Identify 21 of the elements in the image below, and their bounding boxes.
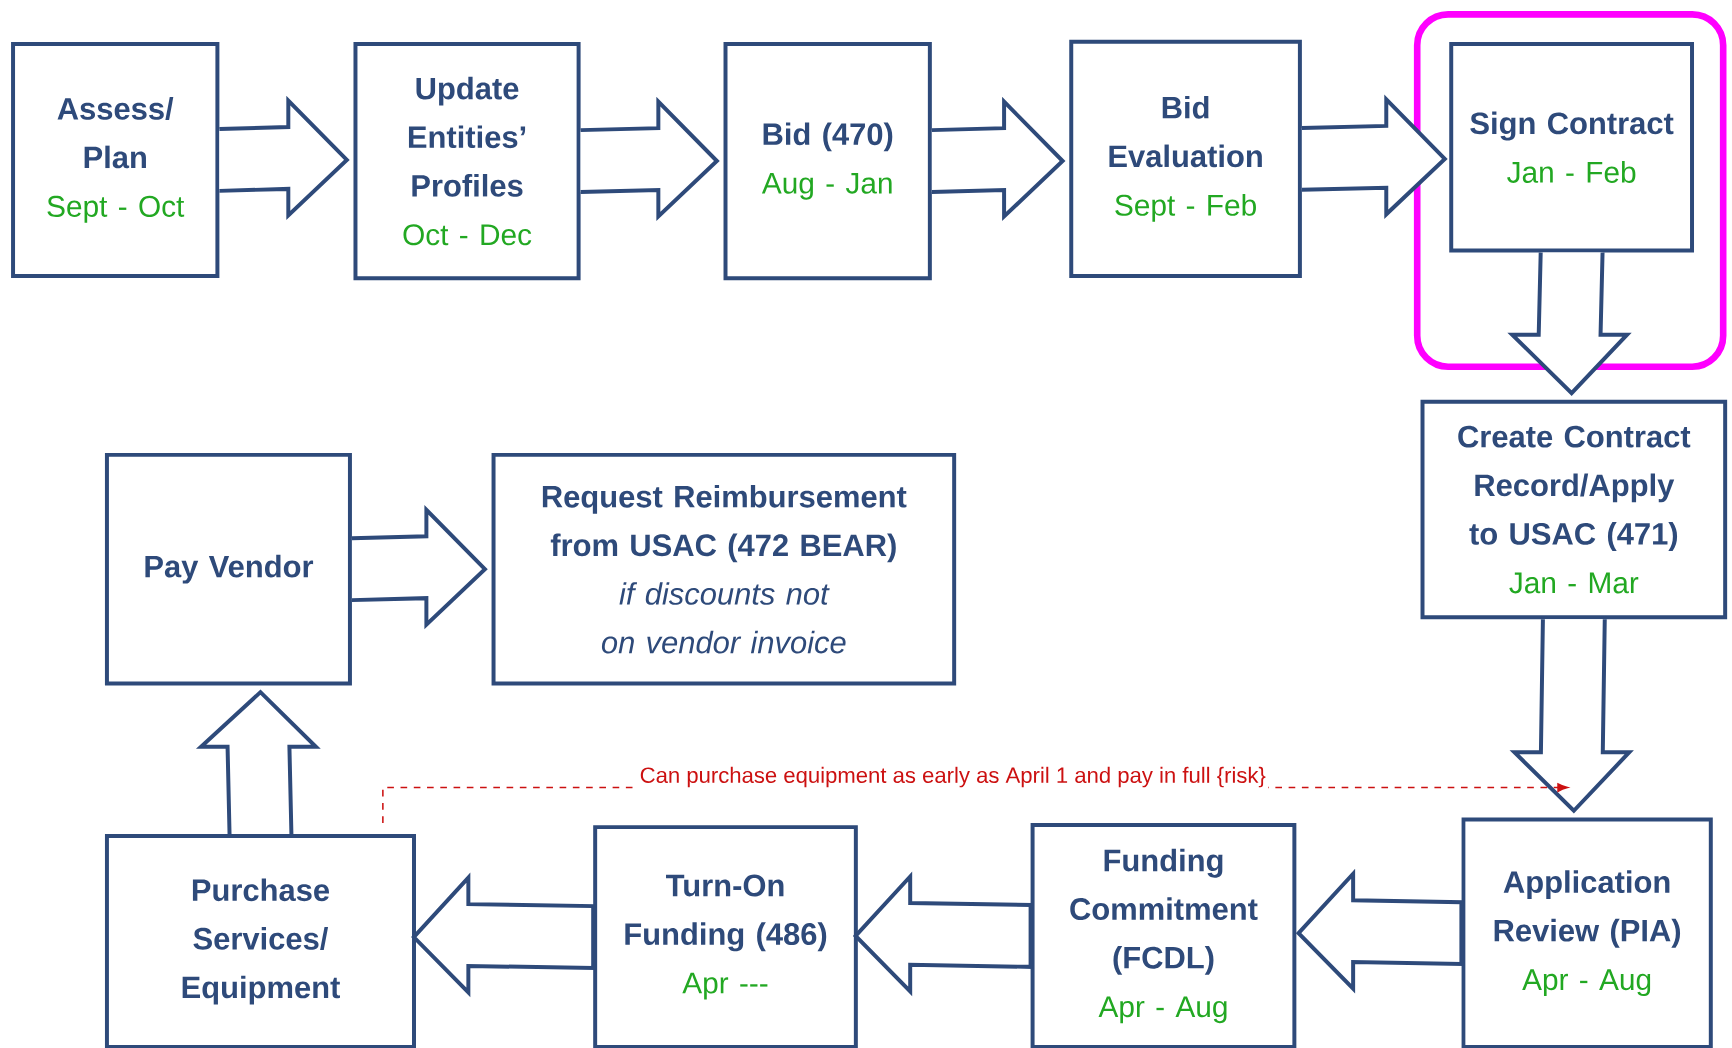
- process-box: Application Review (PIA) Apr - Aug: [1461, 817, 1713, 1048]
- process-box: Turn-On Funding (486) Apr ---: [593, 825, 858, 1048]
- process-box: Assess/ Plan Sept - Oct: [11, 41, 220, 278]
- process-box: Purchase Services/ Equipment: [104, 833, 416, 1048]
- block-arrow: [1299, 94, 1448, 219]
- block-arrow: [1507, 250, 1632, 396]
- block-arrow: [195, 689, 321, 836]
- process-box: Bid Evaluation Sept - Feb: [1069, 39, 1302, 278]
- process-box: Pay Vendor: [104, 452, 352, 686]
- block-arrow: [1509, 617, 1634, 814]
- process-box: Sign Contract Jan - Feb: [1449, 41, 1694, 253]
- block-arrow: [217, 95, 350, 220]
- block-arrow: [578, 96, 720, 221]
- edge-label: Can purchase equipment as early as April 1 and pay in full {risk}: [637, 764, 1269, 790]
- block-arrow: [929, 96, 1066, 221]
- process-box: Funding Commitment (FCDL) Apr - Aug: [1030, 822, 1297, 1048]
- block-arrow: [349, 504, 488, 630]
- process-box: Bid (470) Aug - Jan: [723, 41, 932, 280]
- process-box: Create Contract Record/Apply to USAC (471) Jan - Mar: [1420, 399, 1728, 620]
- process-box: Request Reimbursement from USAC (472 BEAR) if discounts not on vendor invoice: [491, 452, 957, 686]
- process-box: Update Entities’ Profiles Oct - Dec: [353, 41, 581, 280]
